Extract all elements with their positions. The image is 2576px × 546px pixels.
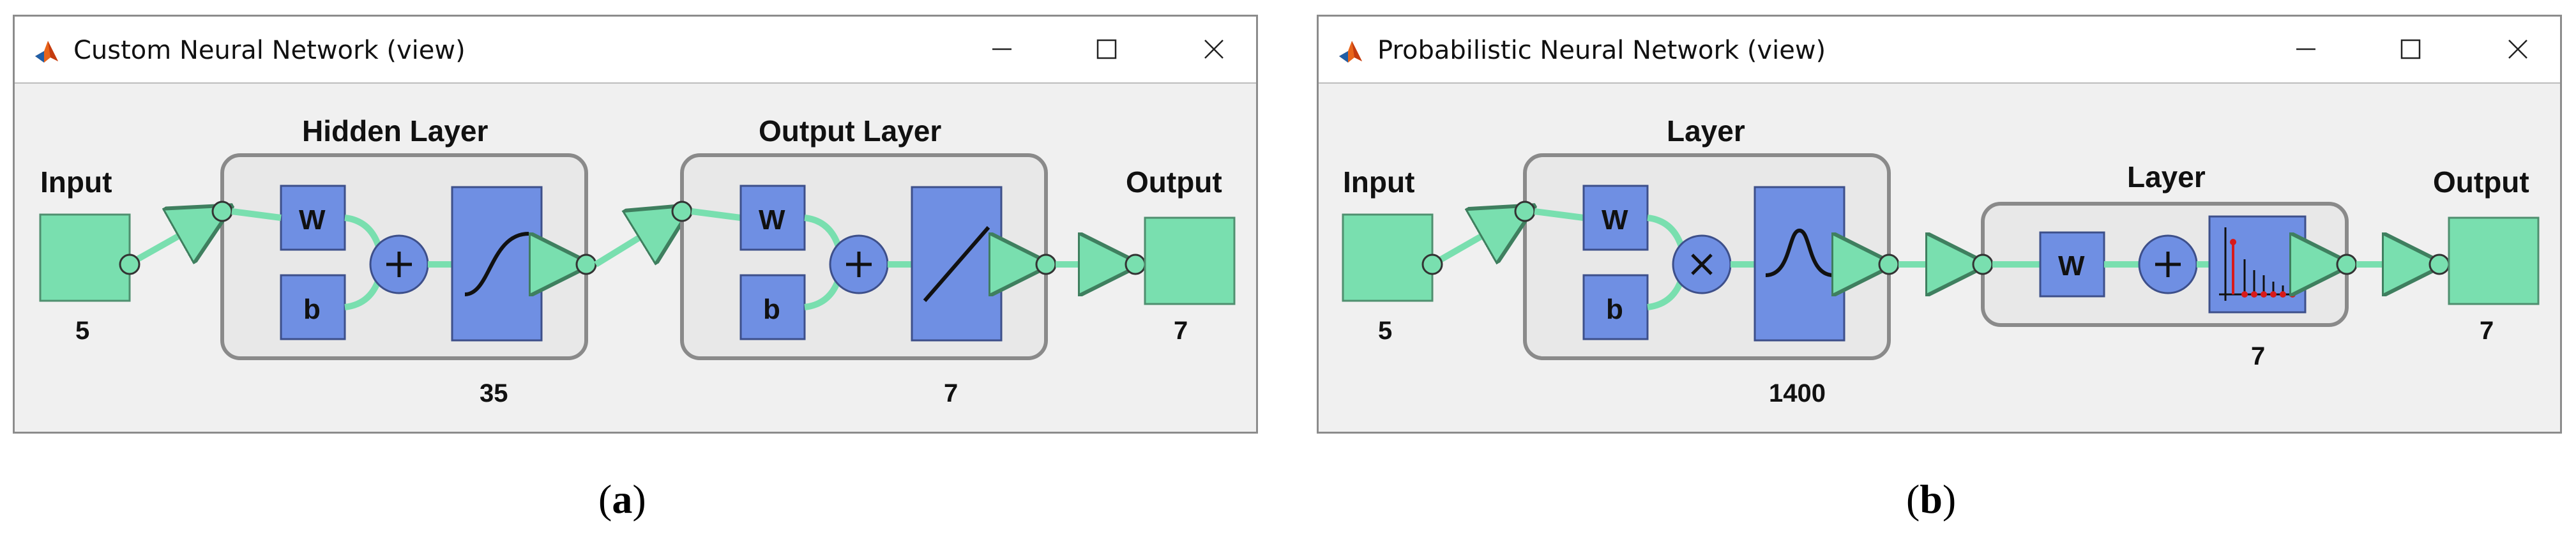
plus-icon	[2155, 252, 2181, 277]
plus-icon	[846, 252, 872, 277]
output-layer-in-port	[671, 201, 693, 222]
minimize-button[interactable]	[2283, 28, 2329, 70]
output-label: Output	[1126, 165, 1222, 199]
input-block[interactable]	[39, 213, 131, 302]
caption-b: (b)	[1906, 476, 1957, 522]
output-port	[1125, 254, 1146, 275]
layer1-title: Layer	[1667, 114, 1745, 148]
output-block[interactable]	[1144, 216, 1236, 305]
hidden-layer-size: 35	[480, 379, 508, 407]
hidden-bias-block[interactable]	[280, 274, 346, 340]
matlab-logo-icon	[35, 41, 58, 63]
layer1-weight-symbol: W	[1602, 204, 1628, 236]
input-label: Input	[1343, 165, 1414, 199]
output-bias-symbol: b	[763, 294, 780, 325]
layer2-size: 7	[2251, 342, 2265, 370]
close-button[interactable]	[1191, 28, 1237, 70]
close-icon	[1204, 40, 1224, 59]
maximize-button[interactable]	[1084, 28, 1130, 70]
hidden-in-port	[211, 201, 233, 222]
input-port	[1421, 254, 1443, 275]
minimize-button[interactable]	[979, 28, 1025, 70]
hidden-out-port	[575, 254, 597, 275]
network-diagram-canvas: Input 5 Layer W b	[1319, 82, 2560, 432]
multiply-icon	[1691, 254, 1713, 275]
hidden-weight-symbol: W	[299, 204, 326, 236]
input-size: 5	[1378, 317, 1392, 345]
input-port	[119, 254, 140, 275]
minimize-icon	[992, 48, 1011, 50]
radbas-curve-icon	[1765, 228, 1834, 277]
caption-a: (a)	[598, 476, 646, 522]
layer2-weight-block[interactable]	[2039, 231, 2105, 298]
tansig-curve-icon	[464, 232, 529, 296]
plus-icon	[386, 252, 412, 277]
input-block[interactable]	[1342, 213, 1434, 302]
output-weight-symbol: W	[759, 204, 785, 236]
network-diagram: Input 5 Hidden Layer W b 35	[39, 114, 1236, 407]
layer1-out-port	[1878, 254, 1900, 275]
window-title: Probabilistic Neural Network (view)	[1377, 36, 1826, 65]
title-bar[interactable]: Probabilistic Neural Network (view)	[1319, 17, 2560, 82]
input-size: 5	[75, 317, 89, 345]
maximize-button[interactable]	[2388, 28, 2434, 70]
hidden-bias-symbol: b	[303, 294, 321, 325]
close-button[interactable]	[2495, 28, 2541, 70]
output-label: Output	[2433, 165, 2529, 199]
window-title: Custom Neural Network (view)	[73, 36, 466, 65]
layer2-weight-symbol: W	[2058, 250, 2085, 282]
purelin-line-icon	[923, 226, 990, 302]
layer1-bias-block[interactable]	[1582, 274, 1649, 340]
output-block[interactable]	[2448, 216, 2540, 305]
matlab-logo-icon	[1339, 41, 1362, 63]
output-layer-size: 7	[944, 379, 958, 407]
layer1-radbas-block[interactable]	[1754, 186, 1845, 342]
layer2-compet-block[interactable]	[2208, 215, 2307, 314]
layer1-in-port	[1514, 201, 1536, 222]
network-diagram-canvas: Input 5 Hidden Layer W b 35	[15, 82, 1256, 432]
maximize-icon	[2400, 39, 2421, 59]
layer2-in-port	[1972, 254, 1994, 275]
hidden-weight-block[interactable]	[280, 185, 346, 251]
output-port	[2428, 254, 2450, 275]
network-diagram: Input 5 Layer W b	[1342, 114, 2540, 407]
close-icon	[2508, 40, 2527, 59]
layer1-size: 1400	[1769, 379, 1826, 407]
output-layer-title: Output Layer	[759, 114, 941, 148]
maximize-icon	[1096, 39, 1117, 59]
input-label: Input	[40, 165, 112, 199]
output-size: 7	[2480, 317, 2494, 345]
hidden-tansig-block[interactable]	[451, 186, 543, 342]
hidden-layer-title: Hidden Layer	[302, 114, 489, 148]
layer1-bias-symbol: b	[1606, 294, 1623, 325]
title-bar[interactable]: Custom Neural Network (view)	[15, 17, 1256, 82]
window-custom-neural-network: Custom Neural Network (view) Input 5 Hid…	[13, 15, 1258, 434]
minimize-icon	[2296, 48, 2315, 50]
output-layer-out-port	[1035, 254, 1057, 275]
layer2-title: Layer	[2127, 160, 2206, 193]
window-probabilistic-neural-network: Probabilistic Neural Network (view) Inpu…	[1317, 15, 2562, 434]
layer2-out-port	[2336, 254, 2358, 275]
output-size: 7	[1174, 317, 1188, 345]
compet-stem-plot-icon	[2219, 227, 2296, 301]
